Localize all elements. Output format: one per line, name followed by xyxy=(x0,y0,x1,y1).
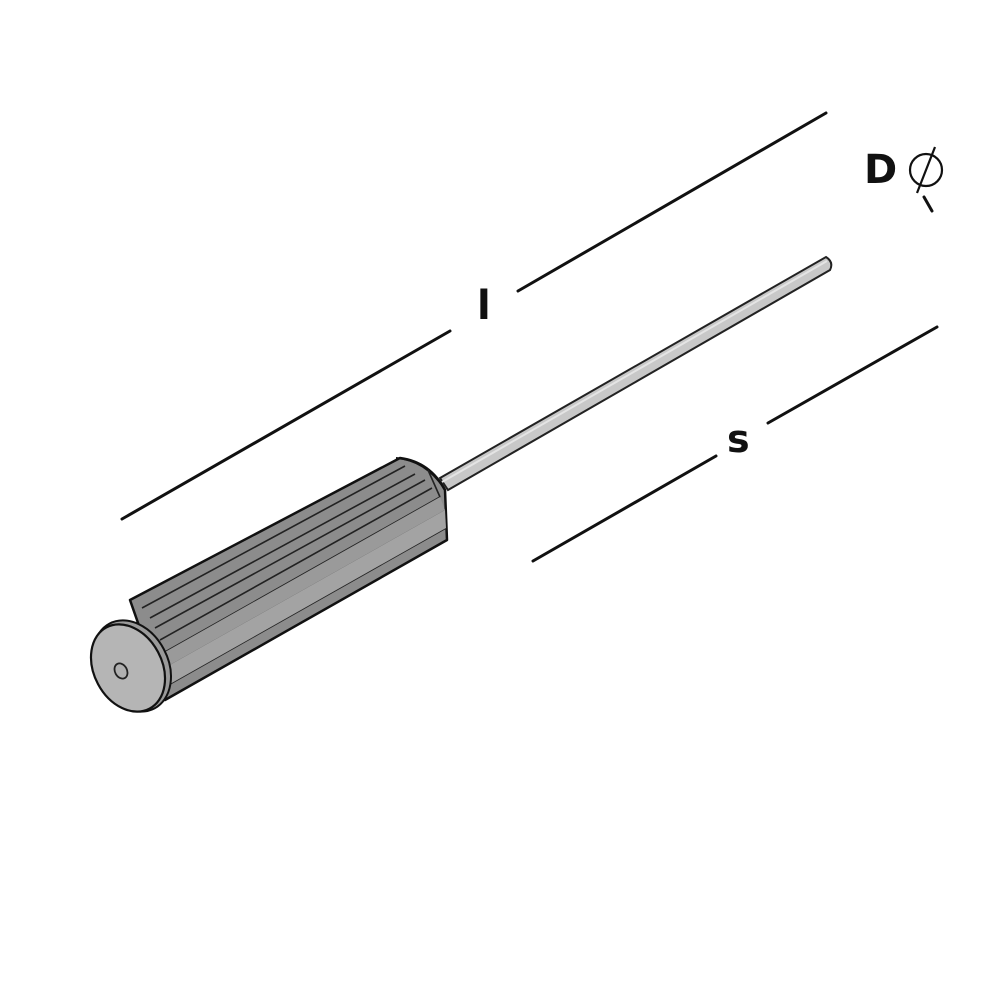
label-overall-length: l xyxy=(477,283,491,329)
label-diameter: D xyxy=(864,147,898,193)
shaft xyxy=(438,255,833,492)
dimension-line-s xyxy=(531,325,939,563)
diameter-symbol-icon xyxy=(908,146,944,194)
dimension-line-l xyxy=(120,111,828,521)
label-shaft-length: s xyxy=(727,417,750,461)
center-hole xyxy=(113,662,129,680)
diameter-leader xyxy=(922,195,934,213)
handle xyxy=(128,456,449,702)
end-cap xyxy=(89,619,172,713)
